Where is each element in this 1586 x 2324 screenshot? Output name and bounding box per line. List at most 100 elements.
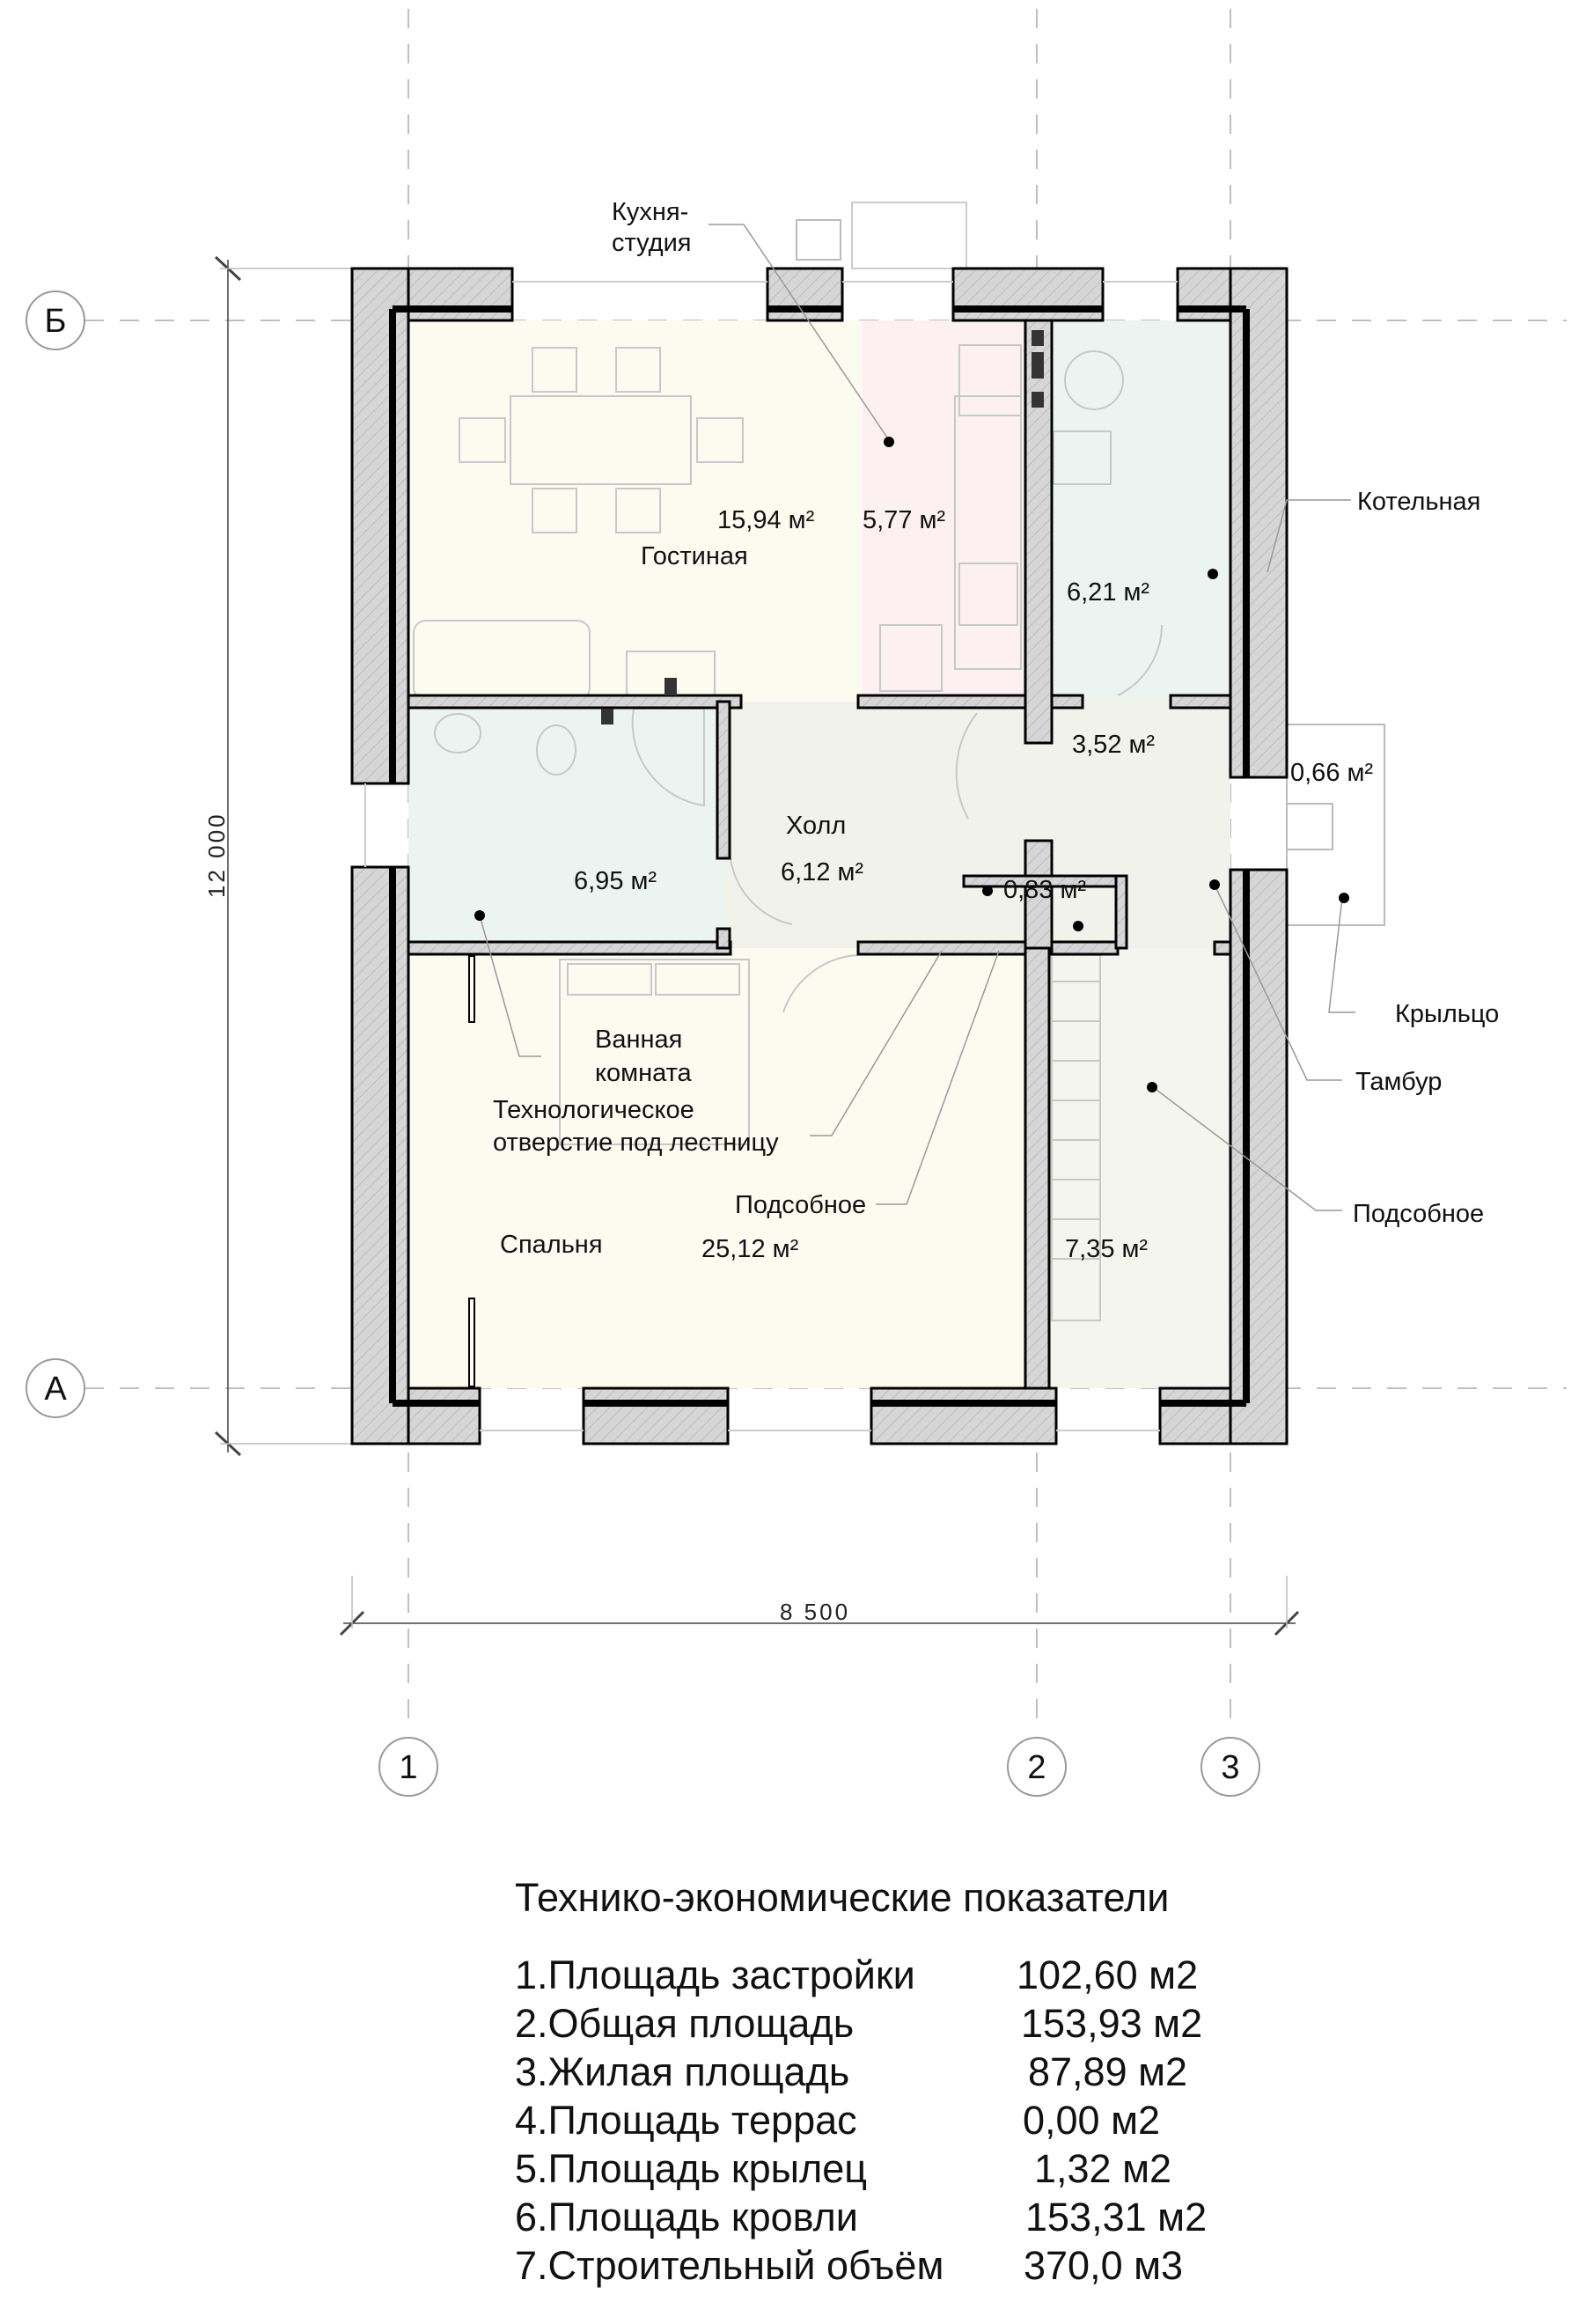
- indicator-label: 3.Жилая площадь: [515, 2049, 850, 2094]
- indicator-value: 0,00 м2: [1023, 2098, 1161, 2143]
- chair: [615, 347, 661, 393]
- room-bedroom: [408, 948, 1024, 1388]
- area-kitchen: 5,77 м²: [863, 506, 945, 534]
- area-hall: 6,12 м²: [781, 858, 863, 886]
- pillow: [567, 963, 652, 996]
- area-bedroom: 25,12 м²: [701, 1235, 799, 1263]
- area-storage: 7,35 м²: [1065, 1235, 1148, 1263]
- label-stair-opening: Технологическое: [493, 1096, 694, 1124]
- dimension-vertical: [214, 255, 352, 1457]
- window-glazing: [364, 281, 1178, 1431]
- sink: [879, 624, 943, 692]
- label-vestibule: Тамбур: [1355, 1068, 1442, 1096]
- room-boiler: [1052, 320, 1230, 702]
- indicators-title: Технико-экономические показатели: [515, 1875, 1170, 1920]
- indicator-value: 370,0 м3: [1024, 2243, 1184, 2288]
- svg-text:1: 1: [399, 1749, 417, 1786]
- chair: [459, 417, 506, 463]
- axis-marker-a: А: [26, 1358, 85, 1418]
- porch: [1286, 724, 1385, 926]
- indicator-value: 153,93 м2: [1021, 2001, 1203, 2046]
- area-boiler: 6,21 м²: [1067, 578, 1149, 607]
- stove: [958, 563, 1018, 626]
- toilet: [536, 724, 576, 776]
- label-bedroom: Спальня: [500, 1231, 603, 1259]
- room-living: [408, 320, 863, 702]
- indicator-label: 2.Общая площадь: [515, 2001, 855, 2046]
- axis-marker-1: 1: [378, 1737, 438, 1797]
- label-porch: Крыльцо: [1395, 1000, 1499, 1028]
- label-kitchen: Кухня-: [612, 198, 688, 226]
- boiler-tank: [1064, 350, 1124, 410]
- indicator-label: 4.Площадь террас: [515, 2098, 857, 2143]
- furniture: [413, 344, 1163, 1387]
- axis-marker-b: Б: [26, 290, 85, 350]
- room-kitchen: [863, 320, 1025, 702]
- room-storage: [1049, 948, 1230, 1388]
- room-bathroom: [408, 702, 723, 948]
- label-living: Гостиная: [641, 542, 748, 570]
- indicator-row: 3.Жилая площадь 87,89 м2: [515, 2049, 1187, 2095]
- porch-step: [1286, 803, 1333, 850]
- indicator-value: 153,31 м2: [1025, 2195, 1208, 2239]
- indicator-label: 6.Площадь кровли: [515, 2195, 858, 2239]
- label-bathroom-2: комната: [595, 1059, 693, 1087]
- fridge: [958, 344, 1022, 416]
- label-stair-opening-2: отверстие под лестницу: [493, 1129, 779, 1157]
- svg-text:2: 2: [1027, 1749, 1046, 1786]
- washbasin: [434, 713, 481, 754]
- room-markers: [474, 437, 1349, 1092]
- chair: [532, 347, 577, 393]
- indicator-label: 1.Площадь застройки: [515, 1953, 915, 1997]
- indicator-value: 102,60 м2: [1017, 1953, 1199, 1997]
- area-porch: 0,66 м²: [1290, 759, 1373, 787]
- area-living: 15,94 м²: [717, 506, 815, 534]
- indicator-label: 5.Площадь крылец: [515, 2146, 868, 2191]
- room-vestibule: [1037, 702, 1230, 948]
- dimension-height-text: 12 000: [203, 812, 230, 898]
- shower: [631, 708, 705, 807]
- chair: [532, 488, 577, 533]
- label-storage-right: Подсобное: [1353, 1200, 1484, 1228]
- dimension-width-text: 8 500: [780, 1599, 850, 1625]
- area-vestibule: 3,52 м²: [1072, 731, 1155, 759]
- label-kitchen-2: студия: [612, 229, 691, 257]
- indicator-row: 2.Общая площадь 153,93 м2: [515, 2001, 1202, 2047]
- indicator-value: 87,89 м2: [1028, 2049, 1188, 2094]
- svg-text:3: 3: [1221, 1749, 1239, 1786]
- bed: [559, 959, 750, 1145]
- label-boiler: Котельная: [1357, 488, 1480, 516]
- chair: [615, 488, 661, 533]
- door-swing: [1117, 624, 1163, 696]
- roof-vent: [796, 219, 841, 261]
- dining-table: [510, 395, 692, 485]
- interior-walls: [407, 319, 1232, 1390]
- kitchen-counter: [954, 395, 1022, 670]
- indicator-value: 1,32 м2: [1034, 2146, 1172, 2191]
- indicator-row: 4.Площадь террас 0,00 м2: [515, 2098, 1160, 2144]
- axis-marker-3: 3: [1201, 1737, 1260, 1797]
- label-hall: Холл: [786, 812, 846, 840]
- indicator-row: 6.Площадь кровли 153,31 м2: [515, 2195, 1207, 2240]
- door-swing: [782, 954, 859, 1013]
- svg-text:Б: Б: [45, 303, 67, 340]
- door-swing: [730, 857, 793, 925]
- area-bathroom: 6,95 м²: [574, 867, 657, 895]
- chair: [696, 417, 744, 463]
- axis-marker-2: 2: [1007, 1737, 1067, 1797]
- pillow: [655, 963, 740, 996]
- dimension-horizontal: [339, 1576, 1300, 1636]
- door-swing: [955, 712, 978, 820]
- wardrobe-rail: [468, 1298, 475, 1387]
- chimney-flues: [601, 330, 1044, 724]
- wall-inner-lines: [389, 305, 1250, 1407]
- wardrobe-rail: [468, 955, 475, 1023]
- room-fills: [408, 320, 1230, 1388]
- label-storage-small: Подсобное: [735, 1191, 866, 1219]
- entrance-canopy: [851, 202, 967, 269]
- svg-text:А: А: [44, 1371, 67, 1408]
- area-storage-small: 0,83 м²: [1003, 876, 1086, 904]
- leader-lines: [479, 224, 1355, 1211]
